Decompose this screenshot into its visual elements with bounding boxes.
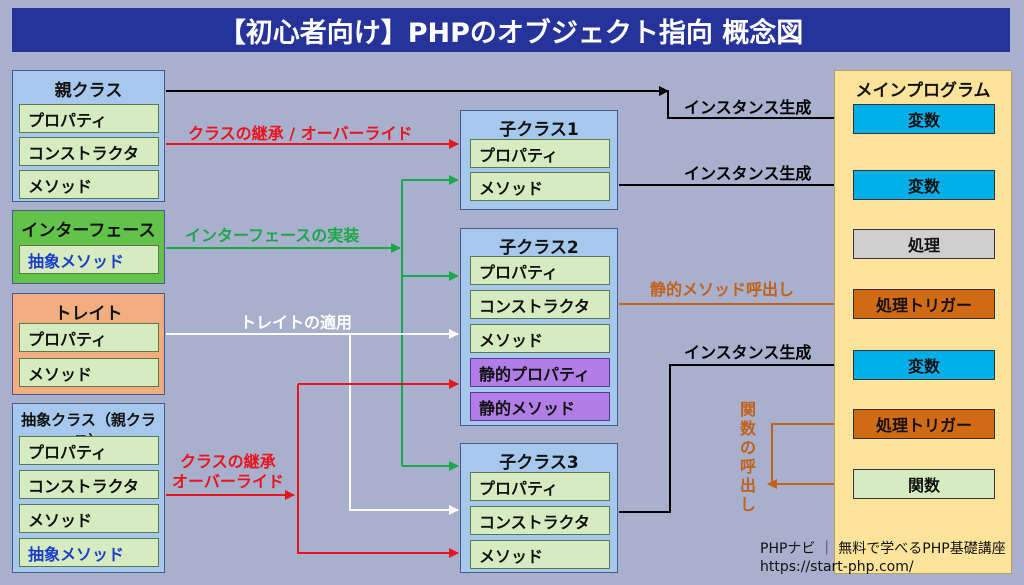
parent-instance-line [166,90,851,123]
main-function: 関数 [853,469,995,499]
interface-abstract-method: 抽象メソッド [19,245,159,274]
label-inherit-override: クラスの継承 / オーバーライド [188,124,413,143]
parent-property: プロパティ [19,104,159,133]
label-instance-3: インスタンス生成 [684,343,812,362]
abstract-property: プロパティ [19,436,159,465]
label-static-call: 静的メソッド呼出し [650,280,795,299]
child2-property: プロパティ [470,256,610,285]
trait-property: プロパティ [19,323,159,352]
abstract-constructor: コンストラクタ [19,470,159,499]
child-class-2-title: 子クラス2 [499,238,579,258]
label-inherit2-line2: オーバーライド [172,472,284,491]
child-class-1-title: 子クラス1 [499,120,579,140]
interface-panel: インターフェース 抽象メソッド [12,210,165,284]
trait-method: メソッド [19,358,159,387]
child3-method: メソッド [470,540,610,569]
child2-constructor: コンストラクタ [470,290,610,319]
parent-method: メソッド [19,170,159,199]
abstract-class-panel: 抽象クラス（親クラス） プロパティ コンストラクタ メソッド 抽象メソッド [12,403,165,573]
child1-method: メソッド [470,172,610,201]
credit-line-1: PHPナビ ｜ 無料で学べるPHP基礎講座 [760,541,1006,557]
main-program-title: メインプログラム [855,81,991,101]
trait-title: トレイト [54,304,123,324]
interface-title: インターフェース [21,221,156,241]
label-inherit2-line1: クラスの継承 [180,452,276,471]
main-variable-3: 変数 [853,350,995,380]
child2-static-method: 静的メソッド [470,392,610,421]
abstract-branch [297,384,459,558]
child2-static-property: 静的プロパティ [470,358,610,387]
child-class-1-panel: 子クラス1 プロパティ メソッド [460,110,618,210]
abstract-abstract-method: 抽象メソッド [19,538,159,567]
child-class-3-title: 子クラス3 [499,453,579,473]
main-trigger-2: 処理トリガー [853,409,995,439]
child3-constructor: コンストラクタ [470,506,610,535]
child-class-3-panel: 子クラス3 プロパティ コンストラクタ メソッド [460,443,618,573]
child2-method: メソッド [470,324,610,353]
label-trait-apply: トレイトの適用 [240,313,353,332]
trait-branch [349,334,459,515]
parent-constructor: コンストラクタ [19,137,159,166]
label-instance-1: インスタンス生成 [684,98,812,117]
child3-property: プロパティ [470,472,610,501]
label-implement: インターフェースの実装 [185,226,360,245]
main-trigger-1: 処理トリガー [853,289,995,319]
credit-url[interactable]: https://start-php.com/ [760,559,914,575]
child1-property: プロパティ [470,139,610,168]
page-title: 【初心者向け】PHPのオブジェクト指向 概念図 [12,8,1010,52]
abstract-method: メソッド [19,504,159,533]
parent-class-title: 親クラス [54,81,123,101]
trait-panel: トレイト プロパティ メソッド [12,293,165,395]
main-variable-1: 変数 [853,104,995,134]
main-variable-2: 変数 [853,170,995,200]
main-process: 処理 [853,229,995,259]
label-instance-2: インスタンス生成 [684,164,812,183]
child-class-2-panel: 子クラス2 プロパティ コンストラクタ メソッド 静的プロパティ 静的メソッド [460,228,618,426]
parent-class-panel: 親クラス プロパティ コンストラクタ メソッド [12,70,165,202]
child3-instance-arrow [619,360,851,513]
label-func-call: 関数の呼出し [740,400,757,514]
